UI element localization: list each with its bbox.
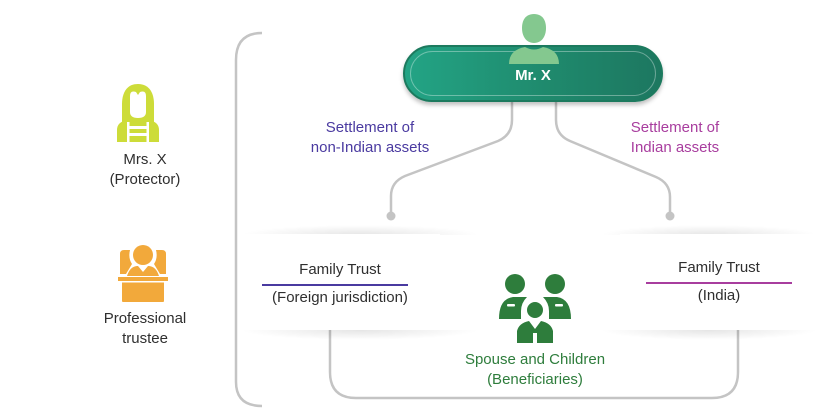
trustee-label: Professional trustee (103, 310, 187, 347)
trust-card-india: Family Trust (India) (620, 234, 818, 330)
card-shadow (600, 225, 818, 235)
trust-divider (646, 282, 792, 284)
family-group-icon (499, 274, 571, 343)
woman-icon (117, 84, 159, 142)
card-shadow (240, 225, 480, 235)
trust-title: Family Trust (678, 259, 760, 276)
beneficiary-bracket (328, 330, 740, 400)
outer-bracket (234, 31, 263, 408)
trust-subtitle: (India) (697, 287, 741, 304)
branch-label-right: Settlement of Indian assets (630, 119, 720, 156)
card-shadow (240, 330, 480, 340)
settlor-name: Mr. X (515, 67, 551, 84)
trust-subtitle: (Foreign jurisdiction) (272, 289, 408, 306)
branch-label-left: Settlement of non-Indian assets (310, 119, 430, 156)
trustee-desk-icon (118, 245, 168, 302)
connector-left (389, 102, 514, 214)
beneficiaries-label: Spouse and Children (Beneficiaries) (464, 351, 606, 388)
connector-right-dot (665, 211, 675, 221)
protector-label: Mrs. X (Protector) (109, 151, 181, 188)
trust-card-foreign: Family Trust (Foreign jurisdiction) (240, 234, 440, 330)
card-shadow (600, 330, 818, 340)
person-silhouette-icon (509, 14, 559, 64)
connector-left-dot (386, 211, 396, 221)
trust-title: Family Trust (299, 261, 381, 278)
trust-divider (262, 284, 408, 286)
connector-right (554, 102, 672, 214)
